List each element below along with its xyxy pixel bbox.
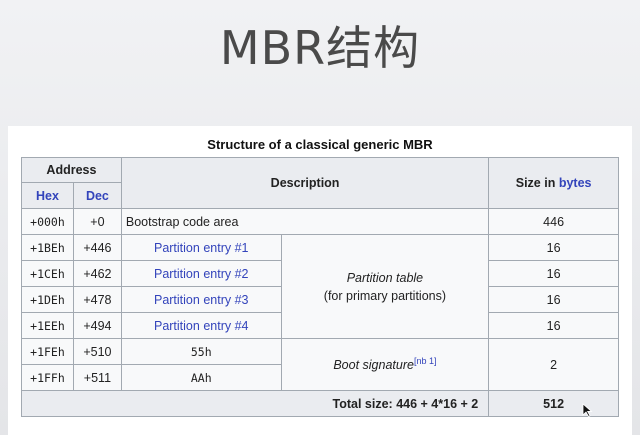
hex-cell: +1BEh — [21, 234, 74, 261]
bytes-link[interactable]: bytes — [558, 176, 592, 190]
dec-cell: +511 — [72, 364, 122, 391]
partition-table-label: Partition table — [346, 270, 424, 285]
signature-byte-cell: AAh — [120, 364, 282, 391]
slide-title: MBR结构 — [219, 21, 421, 75]
size-cell: 16 — [488, 312, 619, 339]
partition-entry-link[interactable]: Partition entry #3 — [120, 286, 282, 313]
dec-cell: +510 — [72, 338, 122, 365]
table-row: +1DEh +478 Partition entry #3 16 — [21, 286, 619, 313]
size-cell: 16 — [488, 234, 619, 261]
partition-table-sublabel: (for primary partitions) — [323, 288, 447, 303]
dec-cell: +0 — [72, 208, 122, 235]
table-row: +1FFh +511 AAh — [21, 364, 619, 391]
hex-cell: +1FEh — [21, 338, 74, 365]
signature-byte-cell: 55h — [120, 338, 282, 365]
partition-table-cell: Partition table (for primary partitions) — [280, 234, 490, 339]
size-cell: 16 — [488, 286, 619, 313]
size-cell: 2 — [488, 338, 619, 391]
table-row: +1BEh +446 Partition entry #1 Partition … — [21, 234, 619, 339]
mouse-cursor-icon — [582, 403, 593, 417]
total-label: Total size: 446 + 4*16 + 2 — [20, 390, 490, 417]
header-description: Description — [120, 157, 490, 209]
hex-cell: +1DEh — [21, 286, 74, 313]
hex-cell: +1CEh — [21, 260, 74, 287]
mbr-structure-table: Address Description Size in bytes Hex De… — [20, 157, 619, 417]
dec-cell: +478 — [72, 286, 122, 313]
table-row: +1EEh +494 Partition entry #4 16 — [21, 312, 619, 339]
mbr-table-card: Structure of a classical generic MBR Add… — [8, 126, 632, 435]
table-row: +1FEh +510 55h Boot signature[nb 1] 2 — [21, 338, 619, 391]
total-row: Total size: 446 + 4*16 + 2 512 — [20, 390, 619, 417]
hex-cell: +1EEh — [21, 312, 74, 339]
header-size-label: Size in — [515, 176, 559, 190]
header-dec[interactable]: Dec — [72, 182, 122, 209]
dec-cell: +462 — [72, 260, 122, 287]
footnote-link[interactable]: [nb 1] — [413, 356, 437, 367]
dec-cell: +494 — [72, 312, 122, 339]
dec-cell: +446 — [72, 234, 122, 261]
header-address: Address — [21, 157, 122, 183]
header-hex[interactable]: Hex — [21, 182, 74, 209]
hex-cell: +000h — [21, 208, 74, 235]
total-value: 512 — [488, 390, 619, 417]
table-caption: Structure of a classical generic MBR — [207, 137, 433, 152]
boot-signature-label: Boot signature — [333, 358, 414, 373]
table-row: +1CEh +462 Partition entry #2 16 — [21, 260, 619, 287]
partition-entry-link[interactable]: Partition entry #4 — [120, 312, 282, 339]
boot-signature-cell: Boot signature[nb 1] — [280, 338, 490, 391]
hex-cell: +1FFh — [21, 364, 74, 391]
header-size: Size in bytes — [488, 157, 619, 209]
size-cell: 446 — [488, 208, 619, 235]
partition-entry-link[interactable]: Partition entry #1 — [120, 234, 282, 261]
description-cell: Bootstrap code area — [120, 208, 490, 235]
table-row: +000h +0 Bootstrap code area 446 — [21, 208, 619, 235]
partition-entry-link[interactable]: Partition entry #2 — [120, 260, 282, 287]
size-cell: 16 — [488, 260, 619, 287]
